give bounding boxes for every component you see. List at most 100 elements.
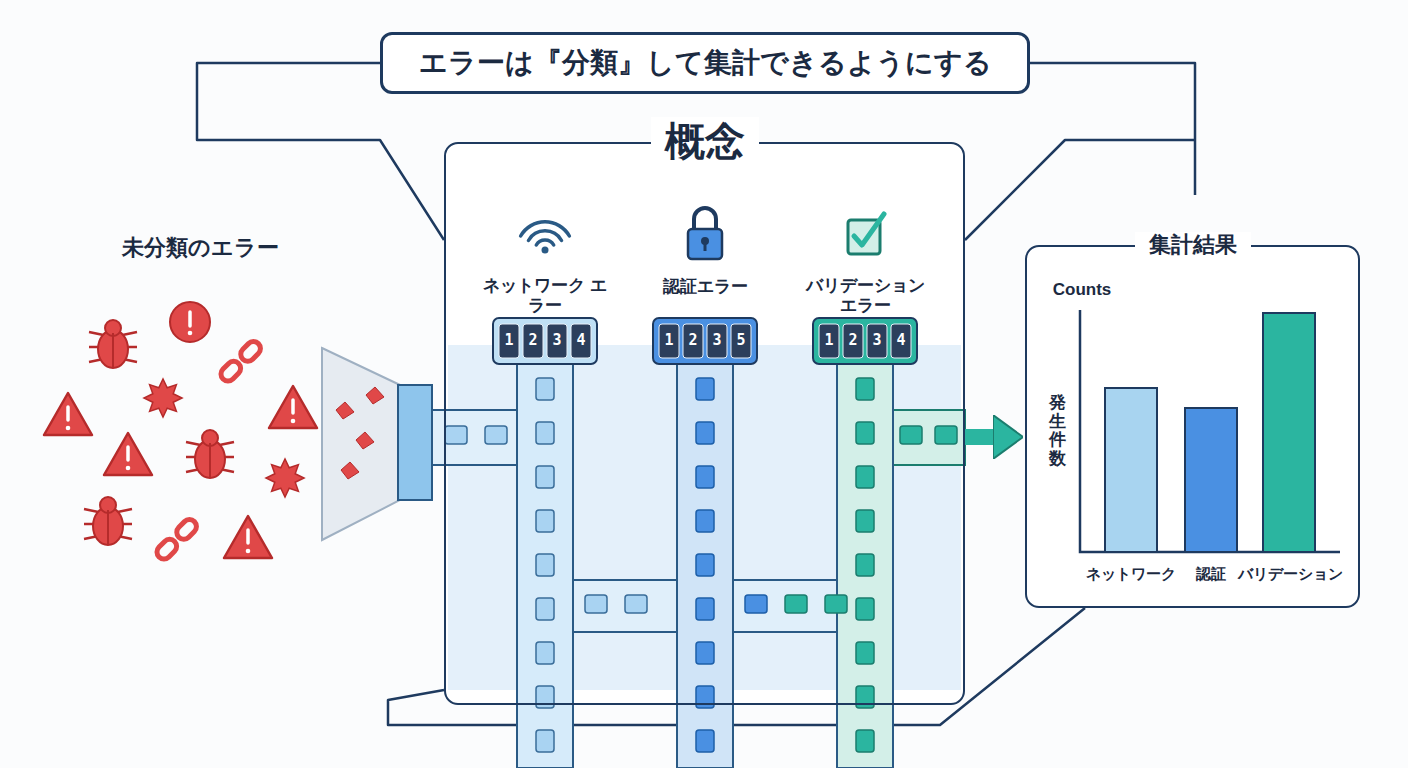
bar-label: バリデーション (1238, 566, 1343, 583)
counter-cell (683, 324, 703, 358)
error-document (696, 598, 714, 620)
lock-icon (688, 208, 722, 259)
exclamation-stroke (188, 312, 192, 326)
exclamation-stroke (246, 530, 250, 543)
counter-cell (843, 324, 863, 358)
error-document (536, 730, 554, 752)
error-icon (186, 430, 234, 478)
counter-digit: 1 (824, 332, 833, 349)
error-document (856, 642, 874, 664)
funnel-outlet (398, 385, 432, 500)
error-document (585, 595, 607, 613)
lock-body (688, 229, 722, 259)
pipe (517, 362, 573, 768)
exclamation-dot (66, 426, 71, 431)
counter-digit: 3 (872, 332, 881, 349)
error-document (696, 642, 714, 664)
broken-link (218, 339, 263, 384)
bar-label: ネットワーク (1086, 566, 1176, 583)
error-document (536, 466, 554, 488)
error-document (536, 554, 554, 576)
error-document (856, 378, 874, 400)
bug-line (209, 443, 211, 477)
exclamation-dot (246, 549, 251, 554)
check-icon (848, 214, 884, 254)
error-fragment (356, 432, 374, 449)
warning-triangle (44, 393, 92, 435)
error-document (536, 378, 554, 400)
error-document (745, 595, 767, 613)
axis-title: 発生件数 (1049, 393, 1066, 468)
counter-cell (523, 324, 543, 358)
bar (1263, 313, 1315, 552)
error-document (856, 466, 874, 488)
error-icon (224, 516, 272, 558)
link-half (174, 517, 199, 542)
bar (1185, 408, 1237, 552)
bug-body (195, 440, 225, 478)
error-document (856, 554, 874, 576)
error-icon (154, 517, 199, 562)
error-document (825, 595, 847, 613)
counter-cell (891, 324, 911, 358)
counter-digit: 2 (528, 332, 537, 349)
counter-digit: 1 (664, 332, 673, 349)
error-document (900, 426, 922, 444)
flow-arrow (965, 429, 997, 445)
error-document (536, 642, 554, 664)
wifi-arc (528, 231, 561, 241)
counter-frame (493, 318, 597, 364)
bug-body (93, 507, 123, 545)
counter-cell (731, 324, 751, 358)
error-document (856, 730, 874, 752)
category-label: 認証エラー (635, 277, 775, 297)
funnel (322, 348, 400, 540)
error-document (445, 426, 467, 444)
concept-panel: 概念 (444, 142, 965, 705)
wifi-arc (536, 240, 553, 245)
error-icon (266, 459, 304, 497)
counter-digit: 3 (712, 332, 721, 349)
bug-body (98, 330, 128, 368)
error-icon (269, 386, 317, 428)
counter-digit: 4 (896, 332, 905, 349)
link-half (238, 339, 263, 364)
wifi-icon (521, 222, 570, 254)
warning-triangle (269, 386, 317, 428)
counter-cell (499, 324, 519, 358)
counter-cell (659, 324, 679, 358)
panel-heading: 集計結果 (1135, 232, 1251, 258)
exclamation-dot (126, 466, 131, 471)
pipe (837, 362, 893, 768)
counter-frame (653, 318, 757, 364)
error-fragment (341, 462, 359, 479)
warning-triangle (224, 516, 272, 558)
counter-digit: 1 (504, 332, 513, 349)
error-document (536, 422, 554, 444)
error-icon (104, 433, 152, 475)
error-document (696, 466, 714, 488)
counter-digit: 3 (552, 332, 561, 349)
check-mark (854, 214, 884, 245)
exclamation-stroke (126, 447, 130, 460)
category-label: ネットワーク エラー (480, 276, 610, 315)
wifi-arc (521, 222, 570, 236)
bug-line (112, 333, 114, 367)
counter-digit: 2 (848, 332, 857, 349)
panel-ground (1025, 245, 1360, 608)
counter-digit: 4 (576, 332, 585, 349)
category-label: バリデーション エラー (795, 276, 935, 315)
bug-line (107, 510, 109, 544)
keyhole (704, 243, 707, 251)
panel-heading: 概念 (651, 117, 759, 165)
error-icon (89, 320, 137, 368)
counter-cell (819, 324, 839, 358)
error-circle (170, 302, 210, 342)
title-box: エラーは『分類』して集計できるようにする (380, 32, 1030, 94)
wifi-dot (542, 247, 549, 254)
error-document (696, 554, 714, 576)
error-document (696, 378, 714, 400)
error-document (856, 510, 874, 532)
